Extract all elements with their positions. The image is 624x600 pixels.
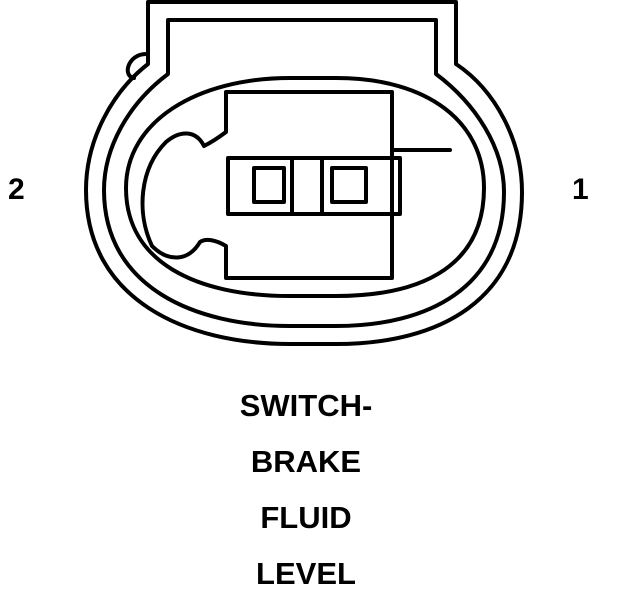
terminal-block bbox=[140, 90, 394, 280]
cavity-ring bbox=[124, 76, 486, 298]
caption-line-3: FLUID bbox=[260, 500, 352, 535]
locking-bump bbox=[125, 52, 148, 80]
pin-carrier bbox=[226, 156, 402, 216]
caption-line-4: LEVEL bbox=[256, 556, 356, 591]
connector-housing-outer bbox=[84, 0, 524, 346]
caption-line-2: BRAKE bbox=[250, 444, 362, 479]
pin-label-1: 1 bbox=[572, 173, 589, 206]
pin-label-2: 2 bbox=[8, 173, 25, 206]
terminal-cavity-1 bbox=[330, 166, 368, 204]
terminal-cavity-2 bbox=[252, 166, 286, 204]
connector-housing-inner bbox=[102, 18, 506, 328]
caption-line-1: SWITCH- bbox=[239, 388, 373, 423]
